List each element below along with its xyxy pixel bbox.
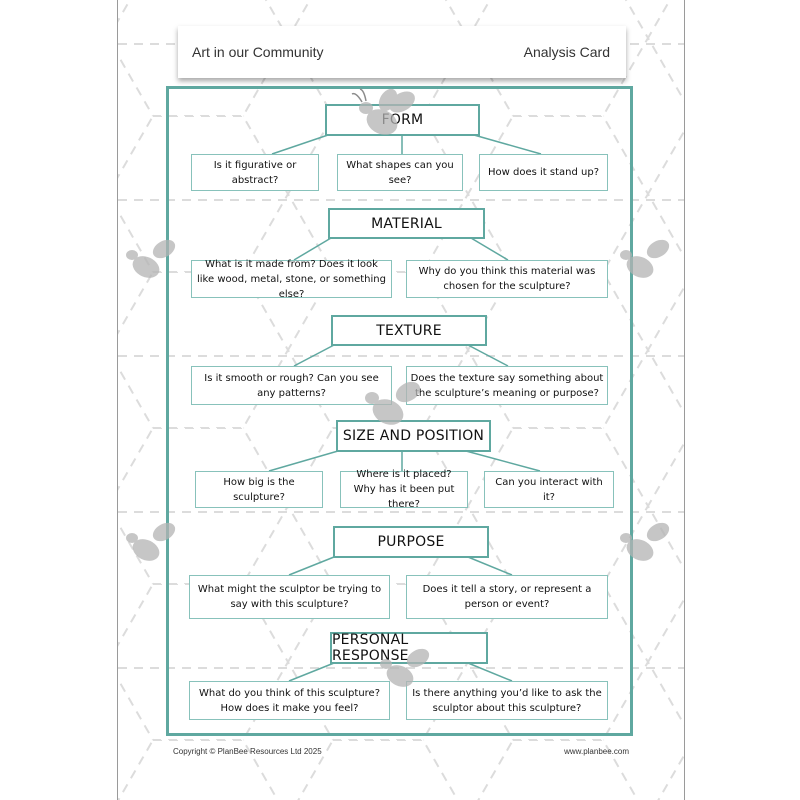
question-box: How big is the sculpture? (195, 471, 323, 508)
bee-watermark-icon (620, 522, 670, 561)
question-box: What do you think of this sculpture? How… (189, 681, 390, 720)
bee-watermark-icon (365, 381, 421, 425)
bee-watermark-icon (380, 648, 430, 687)
section-heading-purpose: PURPOSE (333, 526, 489, 558)
question-box: Does it tell a story, or represent a per… (406, 575, 608, 619)
analysis-card-frame (166, 86, 633, 736)
question-box: Can you interact with it? (484, 471, 614, 508)
card-type-label: Analysis Card (523, 44, 610, 60)
question-box: Where is it placed? Why has it been put … (340, 469, 468, 510)
section-heading-size-and-position: SIZE AND POSITION (336, 420, 491, 452)
question-box: What is it made from? Does it look like … (191, 259, 392, 300)
question-box: What shapes can you see? (337, 154, 463, 191)
copyright-text: Copyright © PlanBee Resources Ltd 2025 (173, 747, 322, 756)
bee-watermark-icon (351, 88, 415, 135)
worksheet-page: Art in our Community Analysis Card FORM … (117, 0, 685, 800)
bee-watermark-icon (620, 239, 670, 278)
section-heading-texture: TEXTURE (331, 315, 487, 346)
question-box: Is there anything you’d like to ask the … (406, 681, 608, 720)
bee-watermark-icon (126, 239, 176, 278)
question-box: Is it smooth or rough? Can you see any p… (191, 366, 392, 405)
question-box: Why do you think this material was chose… (406, 260, 608, 298)
website-text: www.planbee.com (564, 747, 629, 756)
question-box: Is it figurative or abstract? (191, 154, 319, 191)
card-header: Art in our Community Analysis Card (178, 26, 626, 78)
card-title: Art in our Community (192, 44, 324, 60)
question-box: What might the sculptor be trying to say… (189, 575, 390, 619)
question-box: Does the texture say something about the… (406, 366, 608, 405)
question-box: How does it stand up? (479, 154, 608, 191)
bee-watermark-icon (126, 522, 176, 561)
section-heading-material: MATERIAL (328, 208, 485, 239)
